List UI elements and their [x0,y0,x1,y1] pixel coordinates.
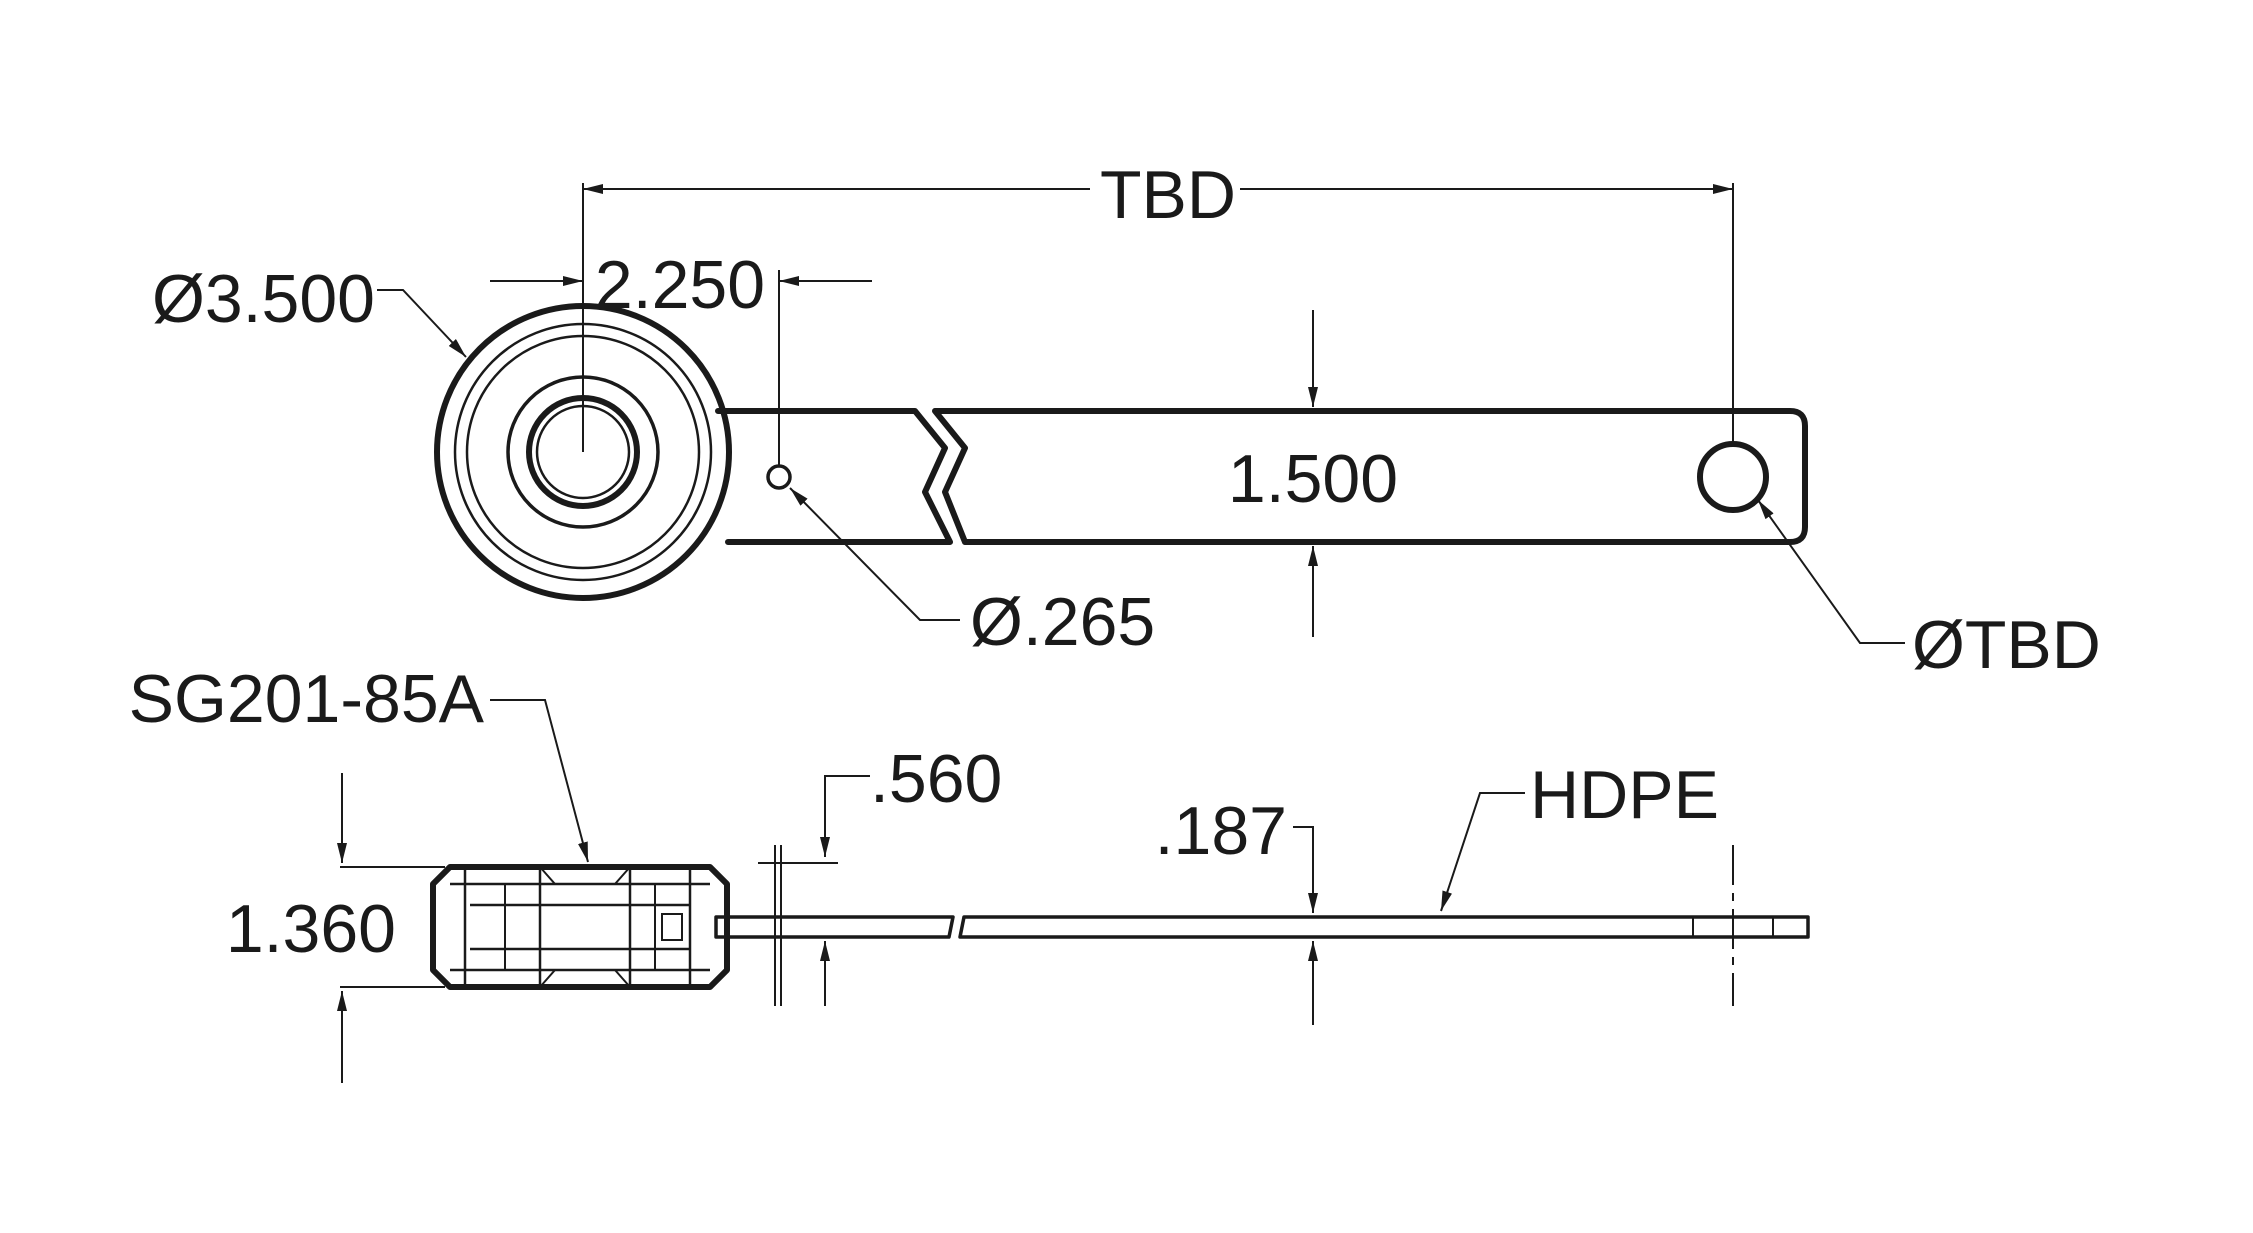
small-hole [766,464,792,490]
dim-material-text: HDPE [1530,757,1719,833]
dim-wheel-diameter-text: Ø3.500 [152,261,375,337]
top-view: TBD 2.250 Ø3.500 1.500 Ø.265 ØTBD [152,157,2101,683]
dim-wheel-height: 1.360 [226,773,445,1083]
wheel-side-view [430,864,730,990]
dim-small-hole-text: Ø.265 [970,584,1155,660]
dim-material: HDPE [1440,757,1719,912]
dim-arm-thickness: .187 [1155,793,1318,1025]
dim-overall-length: TBD [582,157,1734,452]
arm-side-right [958,915,1810,939]
side-view: 1.360 SG201-85A .560 .187 HDPE [129,661,1810,1083]
dim-pivot-offset-text: 2.250 [595,247,765,323]
dim-arm-width: 1.500 [1228,310,1398,637]
arm-side-left [714,915,955,939]
dim-wheel-height-text: 1.360 [226,891,396,967]
dim-end-hole-text: ØTBD [1912,607,2101,683]
arm-left-segment [715,408,953,545]
end-hole [1697,441,1769,513]
dim-small-hole: Ø.265 [789,487,1155,660]
arm-right-segment [932,408,1808,545]
dim-arm-thickness-text: .187 [1155,793,1287,869]
dim-wheel-diameter: Ø3.500 [152,261,467,358]
dim-wheel-part-text: SG201-85A [129,661,485,737]
dim-end-hole: ØTBD [1757,499,2101,683]
dim-hub-offset: .560 [758,741,1002,1006]
dim-pivot-offset: 2.250 [490,247,872,466]
dim-hub-offset-text: .560 [870,741,1002,817]
dim-overall-length-text: TBD [1100,157,1236,233]
dim-wheel-part: SG201-85A [129,661,589,863]
dim-arm-width-text: 1.500 [1228,441,1398,517]
